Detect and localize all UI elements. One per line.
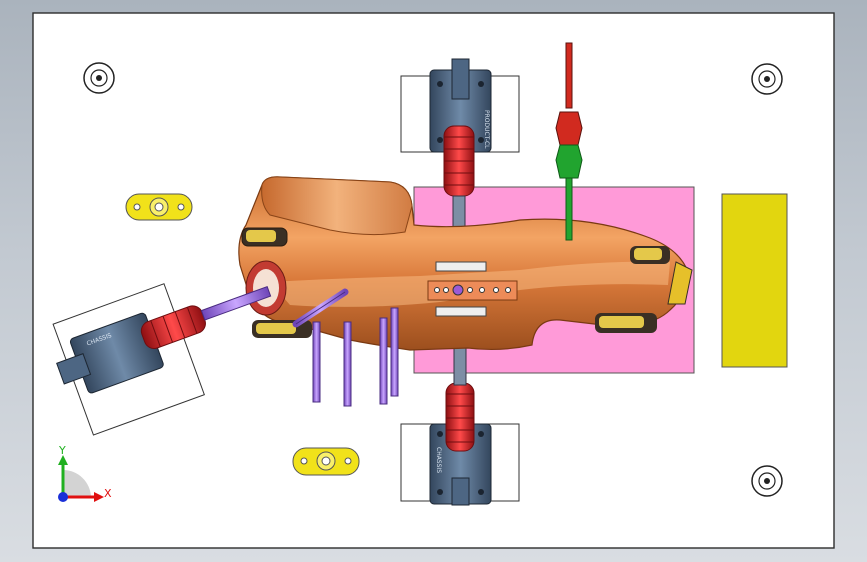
axis-triad-icon: Y X (58, 444, 112, 502)
yellow-support-block[interactable] (721, 193, 788, 368)
axis-y-label: Y (58, 444, 66, 457)
clamp-stamp: CHASSIS (435, 447, 442, 473)
clamp-bottom[interactable]: CHASSIS (400, 329, 520, 506)
screw-icon (751, 465, 783, 497)
screw-icon (83, 62, 115, 94)
clamp-left[interactable]: CHASSIS (44, 251, 295, 438)
screw-icon (751, 63, 783, 95)
clamp-top[interactable]: PRODUCT-CL (400, 58, 520, 239)
clamp-stamp: PRODUCT-CL (483, 110, 490, 149)
purple-pins[interactable] (292, 288, 399, 407)
sensor-probe[interactable] (555, 42, 583, 241)
axis-x-label: X (104, 487, 112, 500)
locator-icon[interactable] (292, 447, 360, 476)
workpiece-part[interactable] (238, 176, 693, 351)
locator-icon[interactable] (125, 193, 193, 221)
